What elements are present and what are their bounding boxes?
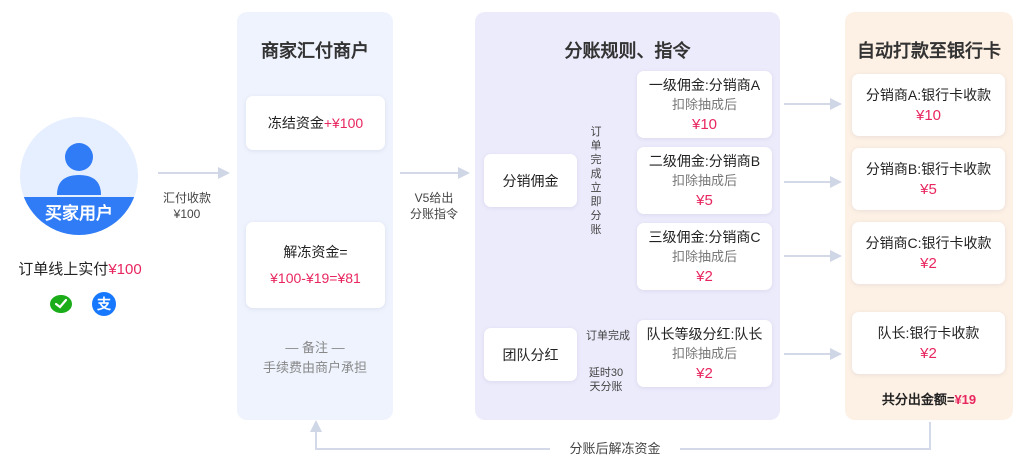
alipay-icon: 支: [92, 292, 116, 316]
frozen-funds-card: 冻结资金+¥100: [246, 96, 385, 150]
buyer-paid: 订单线上实付¥100: [0, 258, 160, 279]
delay-label: 延时30 天分账: [580, 366, 632, 394]
buyer-avatar: 买家用户: [20, 117, 138, 235]
bank-title: 自动打款至银行卡: [857, 41, 1001, 61]
bank-card-a: 分销商A:银行卡收款 ¥10: [852, 74, 1005, 136]
unfreeze-return-label: 分账后解冻资金: [550, 440, 680, 458]
delay-label-line1: 延时30: [588, 367, 624, 379]
bank-card-title: 队长:银行卡收款: [877, 324, 980, 341]
rule-item-sub: 扣除抽成后: [671, 345, 737, 361]
rule-item-title: 队长等级分红:队长: [646, 325, 763, 342]
frozen-label: 冻结资金: [267, 115, 324, 131]
bank-card-title: 分销商C:银行卡收款: [865, 234, 992, 251]
merchant-title: 商家汇付商户: [261, 41, 369, 61]
note-title: — 备注 —: [285, 340, 345, 355]
rule-item-level1: 一级佣金:分销商A 扣除抽成后 ¥10: [637, 71, 772, 138]
rule-item-amount: ¥10: [691, 115, 718, 133]
v5-label-line2: 分账指令: [409, 207, 458, 221]
bank-card-c: 分销商C:银行卡收款 ¥2: [852, 222, 1005, 284]
delay-label-line2: 天分账: [589, 381, 623, 393]
rule-item-amount: ¥2: [696, 364, 713, 382]
rule-item-title: 一级佣金:分销商A: [648, 76, 761, 93]
bank-card-amount: ¥5: [920, 180, 937, 198]
buyer-label-band: 买家用户: [20, 197, 138, 235]
bank-card-title: 分销商B:银行卡收款: [865, 160, 992, 177]
team-bonus-card: 团队分红: [484, 328, 577, 381]
unfreeze-formula: ¥100-¥19=¥81: [270, 270, 361, 286]
wechat-pay-icon: [49, 292, 73, 316]
unfreeze-label: 解冻资金=: [283, 244, 348, 260]
remit-label: 汇付收款 ¥100: [152, 190, 222, 222]
commission-card: 分销佣金: [484, 154, 577, 207]
rule-item-level2: 二级佣金:分销商B 扣除抽成后 ¥5: [637, 147, 772, 214]
bank-card-b: 分销商B:银行卡收款 ¥5: [852, 148, 1005, 210]
rules-title: 分账规则、指令: [564, 41, 691, 61]
v5-label: V5给出 分账指令: [398, 190, 470, 222]
bank-card-amount: ¥2: [920, 344, 937, 362]
unfreeze-return-text: 分账后解冻资金: [569, 441, 661, 456]
order-done-label: 订单完成: [586, 330, 630, 342]
rule-item-sub: 扣除抽成后: [671, 172, 737, 188]
bank-total-label: 共分出金额=: [881, 392, 955, 407]
bank-card-leader: 队长:银行卡收款 ¥2: [852, 312, 1005, 374]
bank-total: 共分出金额=¥19: [845, 389, 1013, 408]
order-done-vertical-label: 订单完成立即分账: [590, 126, 602, 236]
commission-label: 分销佣金: [502, 172, 559, 189]
buyer-paid-amount: ¥100: [108, 261, 142, 278]
alipay-glyph: 支: [97, 296, 111, 312]
bank-card-amount: ¥10: [915, 106, 942, 124]
frozen-funds-text: 冻结资金+¥100: [268, 113, 363, 133]
bank-card-title: 分销商A:银行卡收款: [865, 86, 992, 103]
v5-label-line1: V5给出: [414, 191, 454, 205]
rule-item-amount: ¥2: [696, 267, 713, 285]
remit-label-line1: 汇付收款: [162, 191, 211, 205]
bank-card-amount: ¥2: [920, 254, 937, 272]
merchant-panel: 商家汇付商户: [237, 12, 393, 420]
rule-item-amount: ¥5: [696, 191, 713, 209]
rule-item-level3: 三级佣金:分销商C 扣除抽成后 ¥2: [637, 223, 772, 290]
merchant-note: — 备注 — 手续费由商户承担: [237, 338, 393, 378]
rule-item-sub: 扣除抽成后: [671, 96, 737, 112]
bank-total-amount: ¥19: [954, 392, 977, 407]
frozen-amount: +¥100: [323, 115, 364, 131]
remit-label-line2: ¥100: [173, 207, 201, 221]
note-text: 手续费由商户承担: [262, 360, 367, 375]
rule-item-sub: 扣除抽成后: [671, 248, 737, 264]
buyer-paid-prefix: 订单线上实付: [18, 261, 109, 278]
buyer-label: 买家用户: [45, 204, 113, 223]
team-bonus-label: 团队分红: [502, 346, 559, 363]
rule-item-title: 二级佣金:分销商B: [648, 152, 761, 169]
user-icon: [57, 143, 101, 195]
unfreeze-funds-card: 解冻资金= ¥100-¥19=¥81: [246, 222, 385, 308]
rule-item-team-leader: 队长等级分红:队长 扣除抽成后 ¥2: [637, 320, 772, 387]
rule-item-title: 三级佣金:分销商C: [648, 228, 761, 245]
